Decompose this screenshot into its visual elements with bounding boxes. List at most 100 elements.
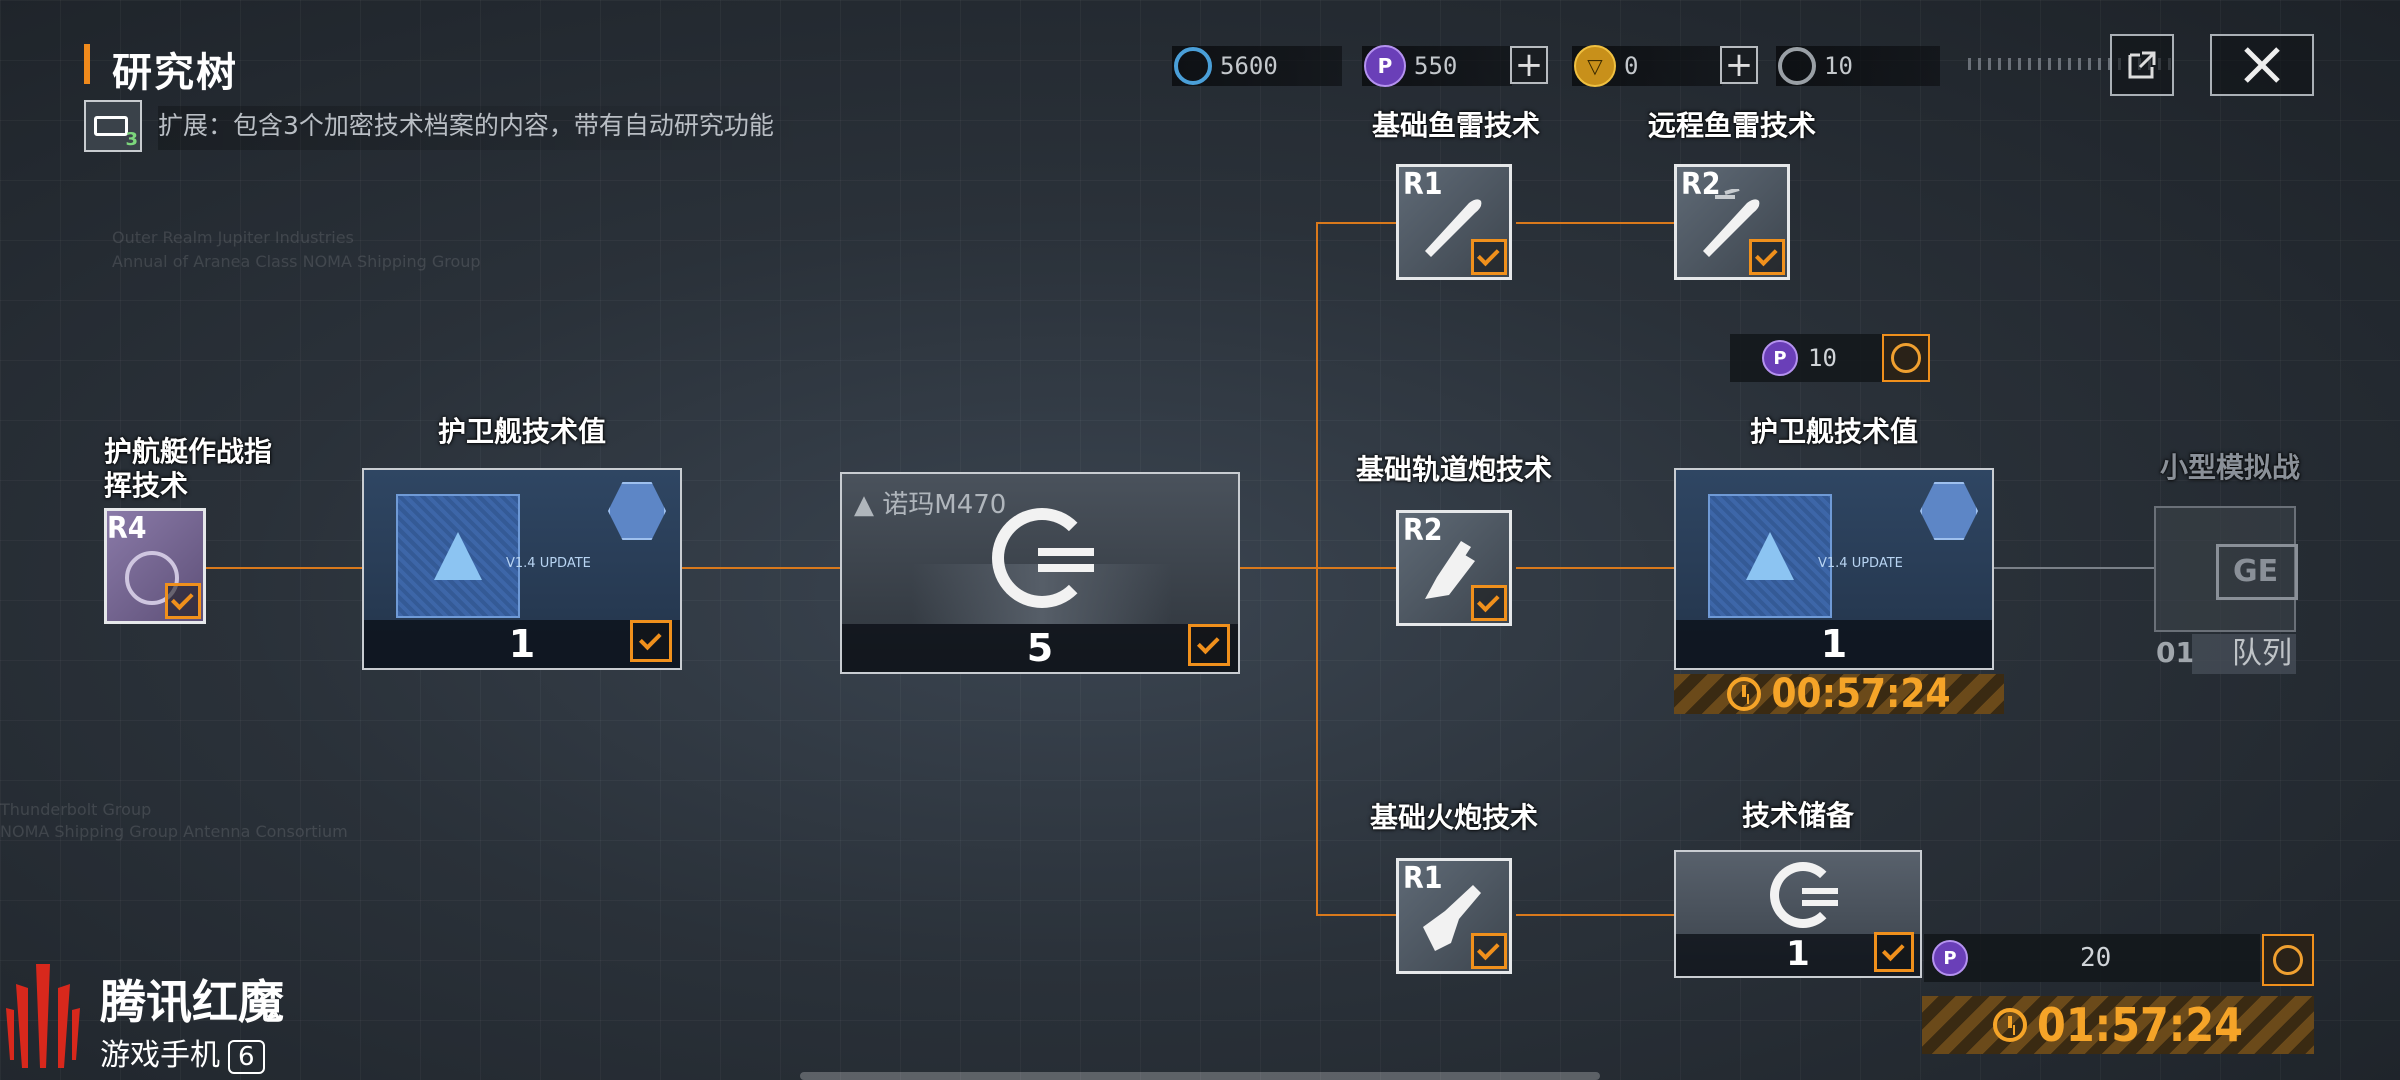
tech-node-basic-torpedo[interactable]: R1 — [1396, 164, 1512, 280]
code-hex-icon — [1920, 482, 1978, 540]
research-timer: 00:57:24 — [1674, 671, 2004, 717]
research-emblem-icon — [1770, 862, 1836, 928]
tech-node-basic-cannon[interactable]: R1 — [1396, 858, 1512, 974]
node-label: 基础鱼雷技术 — [1372, 109, 1541, 142]
code-hex-icon — [608, 482, 666, 540]
node-label: 基础轨道炮技术 — [1356, 453, 1553, 486]
long-torpedo-icon — [1703, 189, 1760, 257]
tech-node-long-torpedo[interactable]: R2 — [1674, 164, 1790, 280]
bg-text: NOMA Shipping Group Antenna Consortium — [0, 822, 348, 841]
completed-checkbox — [165, 583, 201, 619]
close-button[interactable] — [2210, 34, 2314, 96]
ship-name-row: ▲ 诺玛M470 — [854, 490, 1007, 520]
cannon-icon — [1423, 885, 1481, 951]
bg-text: Thunderbolt Group — [0, 800, 152, 819]
command-icon — [125, 551, 179, 605]
connector-locked — [1994, 567, 2154, 569]
queue-label: 队列 — [2192, 634, 2296, 674]
node-label: 护航艇作战指 — [104, 435, 273, 468]
cost-value: 20 — [2080, 943, 2112, 973]
queue-number: 01 — [2156, 636, 2195, 669]
currency-tech-points: 10 — [1776, 46, 1940, 86]
connector — [1240, 567, 1396, 569]
count: 5 — [1026, 626, 1054, 670]
node-label: 技术储备 — [1742, 799, 1855, 832]
tech-node-rail-gun[interactable]: R2 — [1396, 510, 1512, 626]
node-label: 护卫舰技术值 — [438, 415, 607, 448]
node-label: 护卫舰技术值 — [1750, 415, 1919, 448]
blueprint-image — [396, 494, 520, 618]
research-timer: 01:57:24 — [1922, 996, 2314, 1054]
connector — [1316, 914, 1396, 916]
node-label: 远程鱼雷技术 — [1648, 109, 1817, 142]
add-premium-button[interactable]: + — [1510, 45, 1548, 85]
tech-card-small-sim[interactable]: GE — [2154, 506, 2298, 632]
tech-card-frigate-value[interactable]: V1.4 UPDATE 1 — [362, 468, 682, 670]
emblem-bar — [1038, 564, 1094, 572]
clock-icon — [1993, 1008, 2028, 1042]
completed-checkbox — [630, 620, 672, 662]
node-label: 挥技术 — [104, 469, 189, 502]
completed-checkbox — [1471, 239, 1507, 275]
red-magic-logo-icon — [6, 964, 80, 1068]
premium-p-icon: P — [1762, 340, 1798, 376]
tech-point-icon — [1778, 47, 1816, 85]
add-gold-button[interactable]: + — [1720, 45, 1758, 85]
torpedo-icon — [1425, 199, 1482, 257]
connector — [1316, 222, 1318, 916]
count: 1 — [508, 622, 536, 666]
sim-code: GE — [2216, 544, 2298, 600]
completed-checkbox — [1749, 239, 1785, 275]
emblem-bar — [1802, 900, 1838, 906]
node-label: 基础火炮技术 — [1370, 801, 1539, 834]
currency-gold: ▽ 0 — [1572, 45, 1722, 87]
update-tag: V1.4 UPDATE — [1818, 556, 1903, 571]
bg-text: Outer Realm Jupiter Industries — [112, 228, 354, 247]
rail-gun-icon — [1425, 541, 1475, 599]
connector — [204, 567, 362, 569]
speed-up-button[interactable] — [1882, 334, 1930, 382]
node-label: 小型模拟战 — [2160, 451, 2301, 484]
frigate-icon — [434, 532, 482, 580]
timer-value: 01:57:24 — [2037, 998, 2243, 1052]
expansion-description: 扩展：包含3个加密技术档案的内容，带有自动研究功能 — [158, 106, 818, 150]
brand-name: 腾讯红魔 — [100, 975, 284, 1029]
clock-icon — [1891, 343, 1921, 373]
speed-up-button[interactable] — [2262, 934, 2314, 986]
completed-checkbox — [1188, 624, 1230, 666]
home-indicator — [800, 1072, 1600, 1080]
close-icon — [2244, 47, 2280, 83]
ship-name: 诺玛M470 — [882, 490, 1007, 520]
currency-credits: 5600 — [1172, 46, 1342, 86]
brand-badge: 6 — [228, 1040, 265, 1074]
tech-node-escort-command[interactable]: R4 — [104, 508, 206, 624]
premium-p-icon: P — [1364, 45, 1406, 87]
completed-checkbox — [1471, 933, 1507, 969]
gold-coin-icon: ▽ — [1574, 45, 1616, 87]
count: 1 — [1786, 934, 1810, 974]
expansion-icon: 3 — [84, 100, 142, 152]
currency-premium: P 550 — [1362, 45, 1512, 87]
tech-card-tech-reserve[interactable]: 1 — [1674, 850, 1922, 978]
connector — [1316, 222, 1396, 224]
connector — [1516, 914, 1674, 916]
timer-value: 00:57:24 — [1771, 671, 1951, 717]
completed-checkbox — [1471, 585, 1507, 621]
cost-value: 10 — [1808, 344, 1837, 372]
update-tag: V1.4 UPDATE — [506, 556, 591, 571]
ship-card[interactable]: ▲ 诺玛M470 5 — [840, 472, 1240, 674]
bg-text: Annual of Aranea Class NOMA Shipping Gro… — [112, 252, 481, 271]
credits-icon — [1174, 47, 1212, 85]
clock-icon — [1727, 677, 1762, 711]
share-button[interactable] — [2110, 34, 2174, 96]
premium-p-icon: P — [1932, 940, 1968, 976]
research-cost: P 20 — [1924, 934, 2260, 982]
connector — [1516, 222, 1674, 224]
brand-sub-text: 游戏手机 — [100, 1038, 220, 1073]
count: 1 — [1820, 622, 1848, 666]
emblem-bar — [1038, 548, 1094, 556]
emblem-bar — [1802, 888, 1838, 894]
external-link-icon — [2128, 51, 2156, 79]
tech-card-frigate-value-researching[interactable]: V1.4 UPDATE 1 — [1674, 468, 1994, 670]
